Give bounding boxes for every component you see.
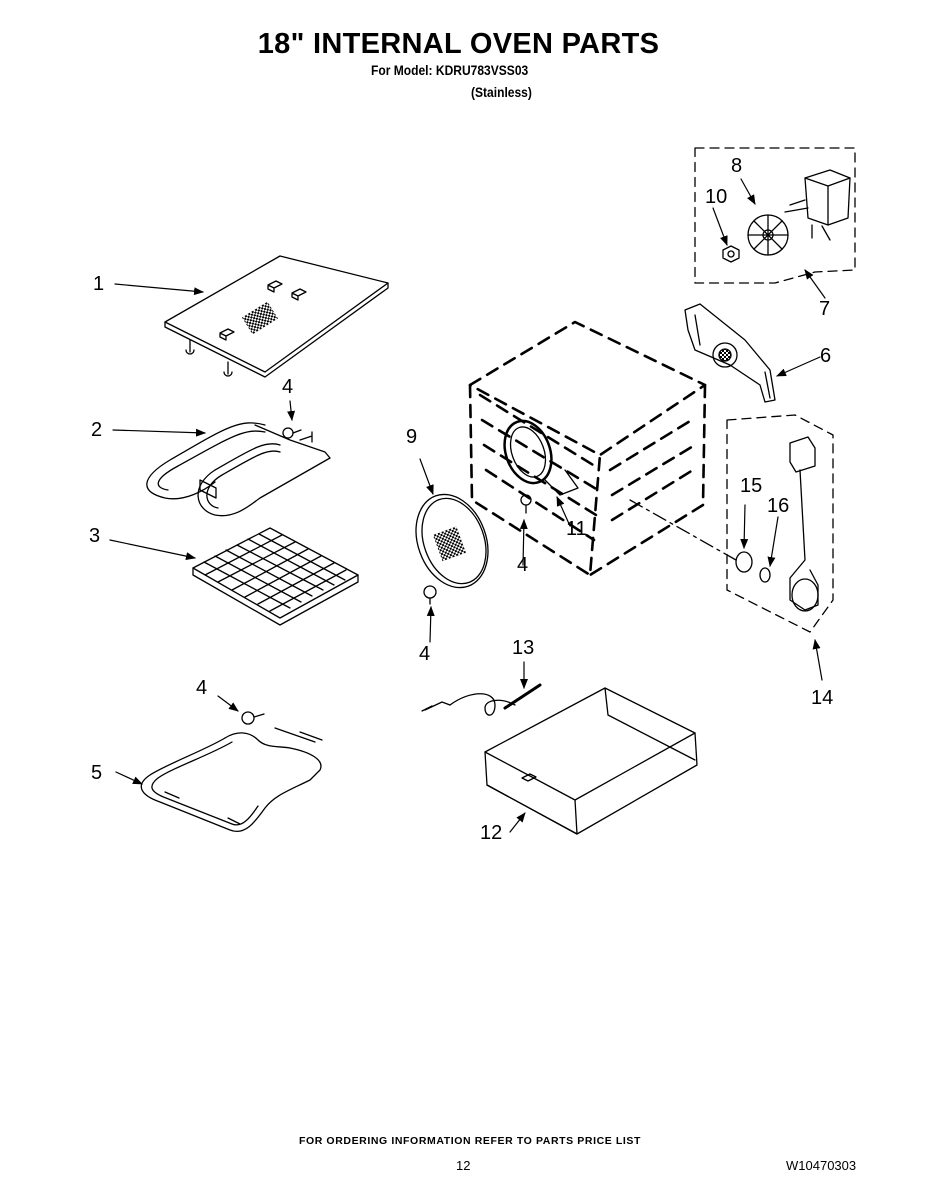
callout-4-cavity: 4 (517, 554, 528, 576)
finish-label: (Stainless) (471, 84, 532, 100)
callout-14: 14 (811, 687, 833, 709)
oven-cavity (468, 320, 707, 577)
callout-5: 5 (91, 762, 102, 784)
callout-3: 3 (89, 525, 100, 547)
part-3-oven-rack (192, 527, 359, 626)
document-number: W10470303 (786, 1158, 857, 1173)
part-7-convection-motor-kit (694, 147, 856, 284)
model-number: For Model: KDRU783VSS03 (371, 62, 529, 78)
callout-2: 2 (91, 419, 102, 441)
lamp-location-line (629, 499, 737, 561)
part-1-cover-plate (164, 255, 389, 378)
part-13-meat-probe (421, 683, 542, 716)
callout-12: 12 (480, 822, 502, 844)
callout-10: 10 (705, 186, 727, 208)
callout-13: 13 (512, 637, 534, 659)
part-14-lamp-assembly (726, 414, 834, 633)
callout-9: 9 (406, 426, 417, 448)
part-5-lower-element (140, 727, 323, 833)
part-11-convection-element (503, 419, 579, 496)
callout-arrows (109, 178, 826, 833)
part-12-tray (484, 687, 698, 835)
callout-16: 16 (767, 495, 789, 517)
callout-4-lower-element: 4 (196, 677, 207, 699)
callout-8: 8 (731, 155, 742, 177)
callout-4-upper-element: 4 (282, 376, 293, 398)
callout-7: 7 (819, 298, 830, 320)
callout-6: 6 (820, 345, 831, 367)
page-number: 12 (456, 1158, 471, 1173)
callout-1: 1 (93, 273, 104, 295)
part-4-screws (241, 427, 532, 725)
callout-4-fan-cover: 4 (419, 643, 430, 665)
part-6-fan-bracket (684, 303, 776, 403)
part-2-upper-element (146, 422, 331, 517)
ordering-note: FOR ORDERING INFORMATION REFER TO PARTS … (298, 1135, 642, 1147)
callout-labels: 1 2 3 4 4 4 4 5 6 7 8 9 10 11 12 13 14 1… (89, 155, 833, 844)
callout-11: 11 (566, 518, 587, 540)
part-9-fan-cover (415, 493, 489, 589)
callout-15: 15 (740, 475, 762, 497)
page-title: 18" INTERNAL OVEN PARTS (257, 28, 660, 60)
